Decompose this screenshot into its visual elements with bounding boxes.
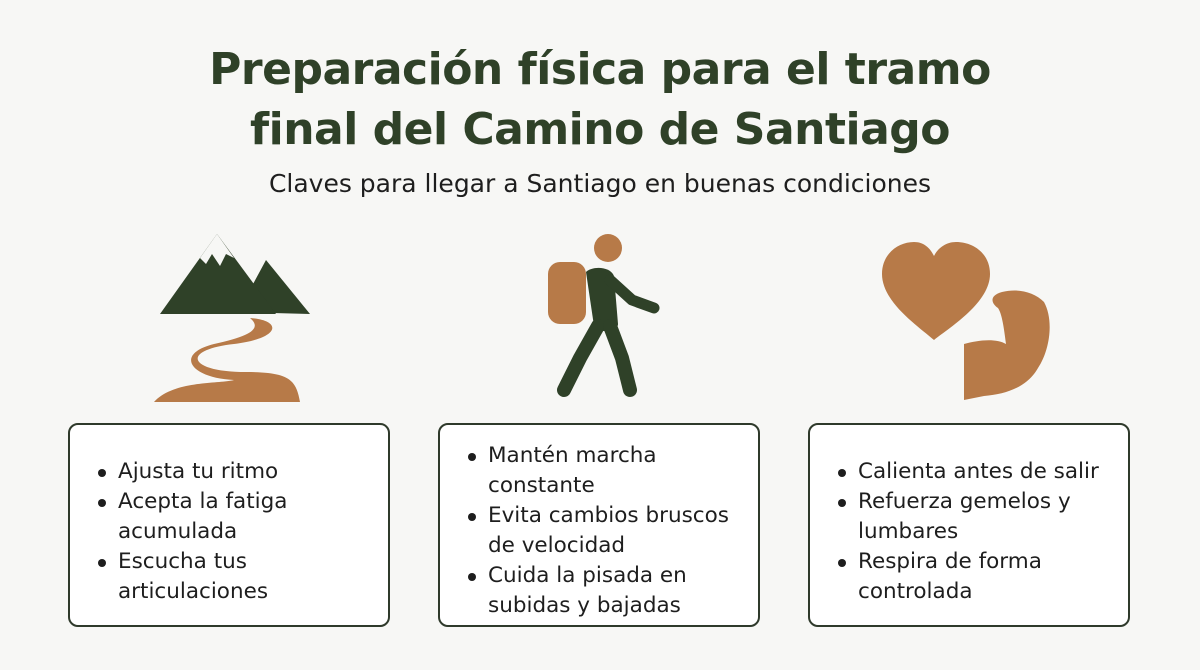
- page-title: Preparación física para el tramo final d…: [0, 40, 1200, 160]
- page-title-line-1: Preparación física para el tramo: [209, 44, 991, 95]
- page-title-line-2: final del Camino de Santiago: [249, 104, 951, 155]
- mountain-path-icon: [150, 230, 312, 402]
- tips-list: Ajusta tu ritmo Acepta la fatiga acumula…: [96, 457, 372, 607]
- tips-card-preparacion: Calienta antes de salir Refuerza gemelos…: [808, 423, 1130, 627]
- tips-list: Mantén marcha constante Evita cambios br…: [466, 441, 742, 621]
- tips-card-ritmo: Ajusta tu ritmo Acepta la fatiga acumula…: [68, 423, 390, 627]
- tips-list: Calienta antes de salir Refuerza gemelos…: [836, 457, 1112, 607]
- list-item: Evita cambios bruscos de velocidad: [466, 501, 742, 561]
- list-item: Calienta antes de salir: [836, 457, 1112, 487]
- hiker-icon: [540, 230, 660, 402]
- list-item: Escucha tus articulaciones: [96, 547, 372, 607]
- list-item: Respira de forma controlada: [836, 547, 1112, 607]
- heart-muscle-icon: [878, 240, 1060, 402]
- list-item: Cuida la pisada en subidas y bajadas: [466, 561, 742, 621]
- tips-card-marcha: Mantén marcha constante Evita cambios br…: [438, 423, 760, 627]
- list-item: Ajusta tu ritmo: [96, 457, 372, 487]
- page-subtitle: Claves para llegar a Santiago en buenas …: [268, 169, 932, 198]
- list-item: Acepta la fatiga acumulada: [96, 487, 372, 547]
- list-item: Mantén marcha constante: [466, 441, 742, 501]
- list-item: Refuerza gemelos y lumbares: [836, 487, 1112, 547]
